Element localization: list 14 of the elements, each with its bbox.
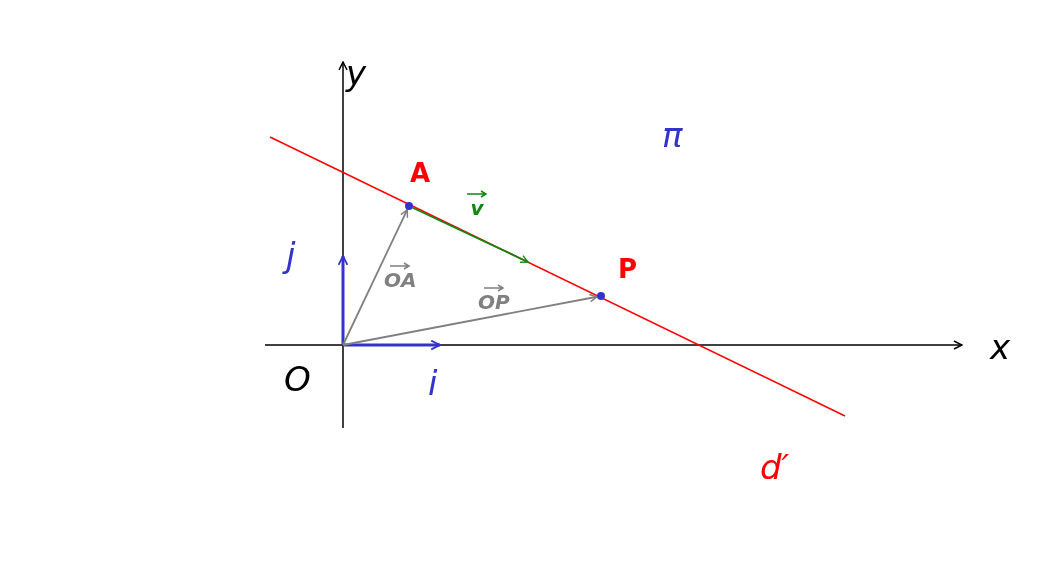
axis-label: O (284, 362, 311, 396)
axis-label: y (346, 56, 367, 90)
vector-label: OA (384, 270, 417, 290)
vector-arrow (342, 208, 409, 346)
vector-label: OP (478, 292, 510, 312)
axis-label: i (428, 366, 438, 400)
vector-arrow (411, 206, 529, 263)
point-label: P (618, 256, 638, 282)
vector-arrow (342, 293, 598, 346)
axis-label: x (990, 330, 1011, 364)
point-label: A (410, 160, 431, 186)
vector-label: v (470, 198, 484, 218)
axis-label: d′ (760, 450, 790, 484)
axis-label: π (662, 118, 683, 152)
